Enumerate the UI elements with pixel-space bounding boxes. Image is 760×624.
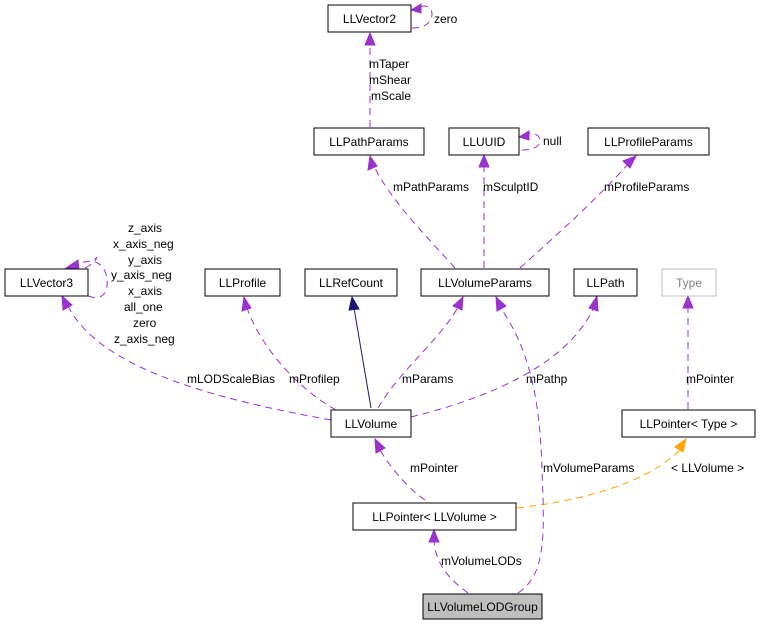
edge-volume-profile [246, 307, 337, 411]
node-llvector3[interactable]: LLVector3 [4, 268, 89, 297]
node-llpointer-llvolume[interactable]: LLPointer< LLVolume > [352, 502, 517, 531]
edge-vector2-self [411, 5, 433, 29]
edge-volumeparams-pathparams [373, 165, 456, 269]
edge-label-template-arg: < LLVolume > [671, 461, 744, 475]
node-label-llprofileparams: LLProfileParams [604, 135, 693, 149]
arrow-volume-profile [241, 295, 252, 312]
edge-label-scale: mScale [371, 89, 411, 103]
edge-label-type-pointer: mPointer [686, 372, 734, 386]
edge-label-shear: mShear [369, 73, 411, 87]
edge-label-vector3-self-6: zero [133, 316, 157, 330]
node-llpathparams[interactable]: LLPathParams [313, 127, 425, 156]
node-label-lluuid: LLUUID [463, 135, 506, 149]
edge-label-vector3-self-3: y_axis_neg [111, 268, 172, 282]
node-label-llvolumeparams: LLVolumeParams [438, 276, 532, 290]
node-llrefcount[interactable]: LLRefCount [304, 268, 398, 297]
node-llvolumelodgroup[interactable]: LLVolumeLODGroup [422, 593, 543, 620]
node-llvector2[interactable]: LLVector2 [327, 4, 412, 33]
edge-label-lod-scale-bias: mLODScaleBias [187, 372, 275, 386]
edge-pointervolume-pointertype [516, 449, 681, 509]
arrow-volumeparams-profileparams [622, 155, 638, 169]
node-label-llpathparams: LLPathParams [329, 135, 408, 149]
node-label-llvolume: LLVolume [345, 417, 398, 431]
edge-label-volume-lods: mVolumeLODs [441, 554, 522, 568]
edge-label-vector3-self-5: all_one [124, 300, 163, 314]
arrow-uuid-self [517, 130, 530, 141]
edge-label-vector3-self-1: x_axis_neg [113, 237, 174, 251]
node-label-llpointer-type: LLPointer< Type > [640, 417, 738, 431]
edge-volume-refcount [353, 307, 372, 409]
edge-pointervolume-volume [379, 449, 426, 501]
arrow-vector2-self [409, 3, 422, 14]
edge-label-volume-params: mVolumeParams [543, 461, 634, 475]
edge-label-sculpt-id: mSculptID [483, 180, 539, 194]
node-label-llvector3: LLVector3 [20, 276, 73, 290]
arrow-pointervolume-pointertype [674, 437, 687, 453]
node-label-llrefcount: LLRefCount [319, 276, 384, 290]
node-type[interactable]: Type [661, 268, 717, 297]
node-llvolumeparams[interactable]: LLVolumeParams [420, 268, 550, 297]
arrow-pathparams-vector2 [364, 31, 376, 46]
node-label-llpath: LLPath [586, 276, 624, 290]
arrow-volumeparams-uuid [478, 153, 490, 168]
edge-label-path-params: mPathParams [393, 180, 469, 194]
edge-label-taper: mTaper [369, 57, 409, 71]
edge-label-volume-pointer: mPointer [410, 461, 458, 475]
edge-volumeparams-profileparams [519, 163, 629, 269]
edge-volume-path [410, 306, 595, 418]
edge-label-params: mParams [402, 372, 453, 386]
node-lluuid[interactable]: LLUUID [448, 127, 520, 156]
edge-lodgroup-pointervolume [433, 540, 469, 594]
edge-label-vector3-self-0: z_axis [128, 221, 162, 235]
edge-label-pathp: mPathp [526, 372, 568, 386]
arrow-volume-path [588, 294, 599, 312]
arrow-volumeparams-pathparams [367, 154, 378, 171]
node-llpath[interactable]: LLPath [573, 268, 638, 297]
arrow-volume-refcount [348, 295, 360, 311]
edge-label-vector3-self-7: z_axis_neg [114, 332, 175, 346]
arrow-lodgroup-pointervolume [428, 528, 440, 543]
node-label-llprofile: LLProfile [219, 276, 267, 290]
arrow-lodgroup-volumeparams [495, 295, 507, 312]
edge-lodgroup-volumeparams [499, 306, 544, 594]
arrow-volume-vector3 [61, 294, 73, 311]
arrow-pointervolume-volume [374, 437, 386, 454]
arrow-volume-volumeparams [452, 295, 464, 311]
edge-label-vector3-self-4: x_axis [128, 284, 162, 298]
node-llprofileparams[interactable]: LLProfileParams [587, 127, 710, 156]
edge-label-vector3-self-2: y_axis [128, 253, 162, 267]
edge-volume-volumeparams [377, 306, 459, 409]
edge-volume-vector3 [67, 305, 332, 421]
edge-label-uuid-self: null [543, 134, 562, 148]
node-llprofile[interactable]: LLProfile [204, 268, 281, 297]
node-llpointer-type[interactable]: LLPointer< Type > [621, 409, 756, 438]
edge-label-profilep: mProfilep [289, 372, 340, 386]
edge-label-vector2-self: zero [434, 12, 458, 26]
node-label-type: Type [676, 276, 702, 290]
edge-vector3-self [77, 257, 108, 298]
edge-label-profile-params: mProfileParams [604, 180, 689, 194]
arrow-pointertype-type [682, 294, 694, 309]
node-label-llvolumelodgroup: LLVolumeLODGroup [427, 600, 538, 614]
node-label-llvector2: LLVector2 [343, 12, 396, 26]
node-label-llpointer-llvolume: LLPointer< LLVolume > [372, 510, 497, 524]
node-llvolume[interactable]: LLVolume [330, 409, 412, 438]
